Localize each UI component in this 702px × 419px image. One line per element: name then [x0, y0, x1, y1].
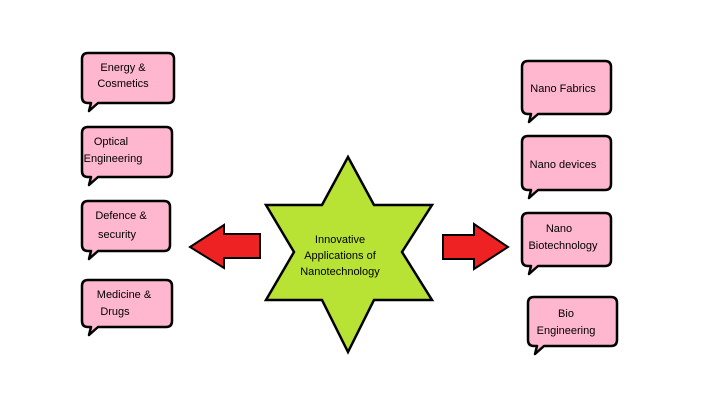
callout-line-2: Engineering [537, 325, 596, 337]
center-line-2: Applications of [304, 250, 376, 262]
left-callout-3: Defence & security [80, 199, 172, 261]
callout-line-2: Drugs [100, 306, 130, 318]
right-callout-3: Nano Biotechnology [520, 211, 613, 276]
callout-line-2: security [98, 229, 136, 241]
callout-line-1: Energy & [100, 62, 146, 74]
callout-line-1: Bio [558, 308, 574, 320]
center-line-1: Innovative [315, 234, 365, 246]
callout-line-2: Cosmetics [97, 78, 149, 90]
callout-line-2: Biotechnology [528, 240, 598, 252]
right-callout-2: Nano devices [520, 134, 613, 200]
right-callout-1: Nano Fabrics [520, 59, 613, 124]
bubble-shape [520, 211, 613, 276]
callout-line-1: Nano devices [530, 159, 597, 171]
left-arrow [188, 223, 261, 270]
left-callout-1: Energy & Cosmetics [80, 51, 176, 113]
center-star: Innovative Applications of Nanotechnolog… [263, 154, 435, 355]
center-line-3: Nanotechnology [300, 266, 380, 278]
callout-line-1: Nano Fabrics [530, 83, 596, 95]
bubble-shape [80, 125, 174, 187]
left-callout-4: Medicine & Drugs [80, 278, 174, 337]
bubble-shape [520, 134, 613, 200]
bubble-shape [80, 278, 174, 337]
left-callout-2: Optical Engineering [80, 125, 174, 187]
bubble-shape [80, 51, 176, 113]
right-arrow [442, 222, 510, 271]
callout-line-2: Engineering [84, 153, 143, 165]
bubble-shape [80, 199, 172, 261]
star-shape [263, 154, 435, 355]
callout-line-1: Defence & [95, 210, 147, 222]
callout-line-1: Optical [94, 136, 128, 148]
bubble-shape [520, 59, 613, 124]
bubble-shape [526, 295, 619, 356]
callout-line-1: Medicine & [97, 289, 152, 301]
right-callout-4: Bio Engineering [526, 295, 619, 356]
callout-line-1: Nano [546, 223, 572, 235]
